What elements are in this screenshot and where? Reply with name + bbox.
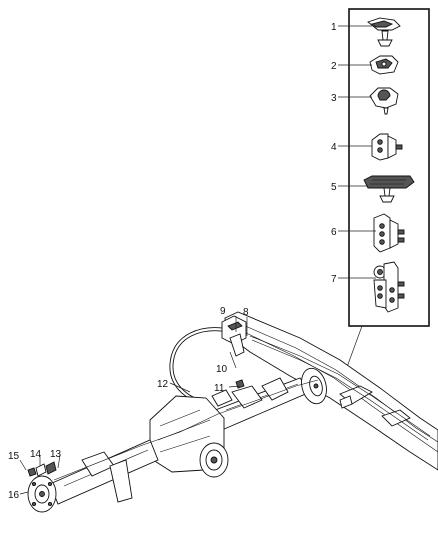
callout-16: 16 [8, 490, 20, 501]
callout-3: 3 [331, 93, 337, 104]
callout-10: 10 [216, 364, 228, 375]
callout-12: 12 [157, 379, 169, 390]
clip-7-illustration [373, 261, 405, 313]
left-brake-fittings [27, 461, 57, 477]
callout-2: 2 [331, 61, 337, 72]
clip-3-illustration [369, 87, 399, 115]
callout-14: 14 [30, 449, 42, 460]
clip-2-illustration [369, 55, 399, 75]
callout-11: 11 [214, 383, 225, 394]
frame-rail [224, 311, 438, 471]
callout-7: 7 [331, 274, 337, 285]
hose-bracket [221, 315, 247, 357]
callout-6: 6 [331, 227, 337, 238]
clip-1-illustration [367, 17, 401, 47]
callout-1: 1 [331, 22, 337, 33]
rear-axle-housing [27, 367, 327, 513]
callout-13: 13 [50, 449, 62, 460]
frame-brake-line [249, 335, 431, 437]
callout-15: 15 [8, 451, 20, 462]
axle-hose-bracket [211, 379, 245, 407]
callout-9: 9 [220, 306, 226, 317]
frame-clip-bolt [339, 395, 353, 409]
axle-brake-line [53, 379, 319, 481]
clip-6-illustration [373, 213, 405, 253]
callout-4: 4 [331, 142, 337, 153]
clip-4-illustration [371, 133, 403, 161]
clip-5-illustration [363, 175, 415, 203]
callout-8: 8 [243, 307, 249, 318]
callout-5: 5 [331, 182, 337, 193]
